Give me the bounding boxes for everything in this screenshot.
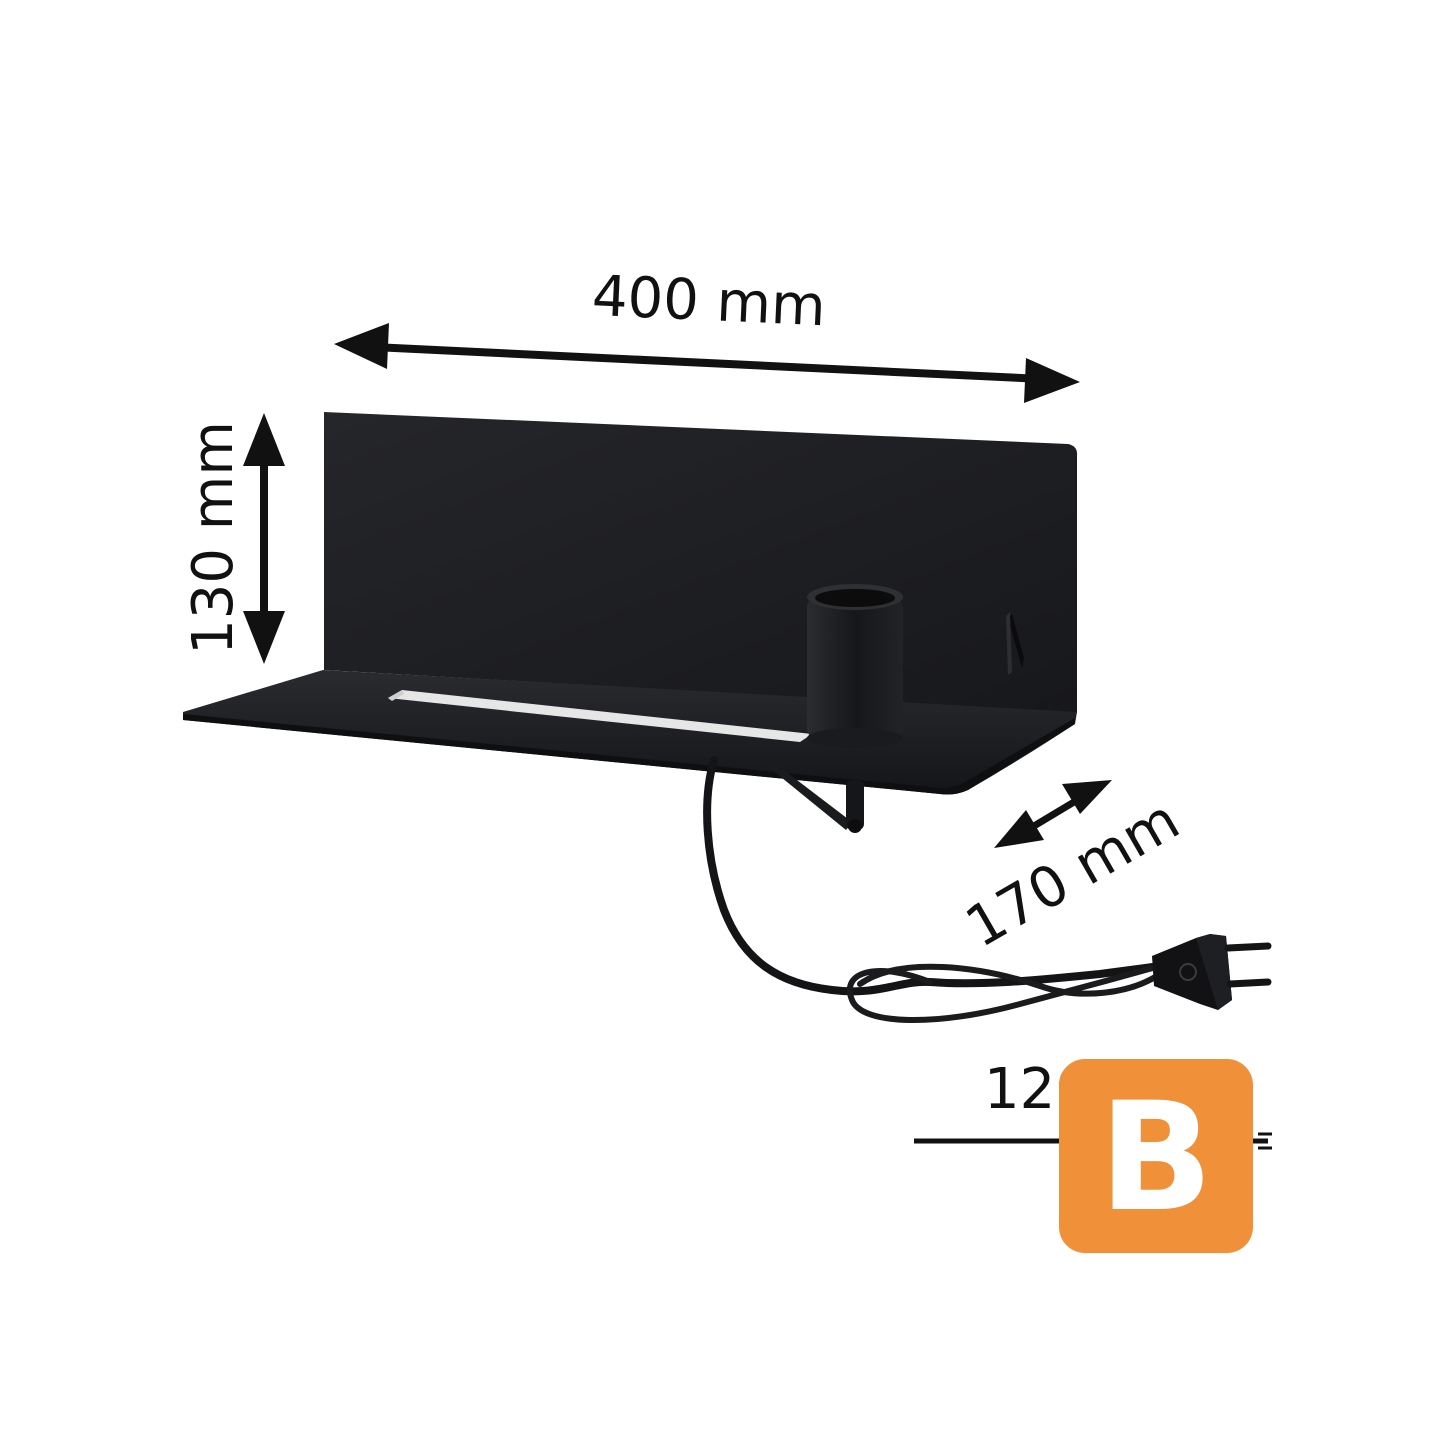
width-arrow-right (1024, 358, 1080, 403)
energy-class-letter: B (1099, 1071, 1213, 1245)
depth-dimension: 170 mm (955, 780, 1190, 961)
euro-plug (1152, 934, 1272, 1010)
cable-coil (847, 963, 1163, 1023)
width-dimension: 400 mm (334, 264, 1080, 403)
shelf-back-panel (324, 412, 1078, 713)
lamp-socket (807, 584, 903, 748)
height-arrow-top (243, 413, 285, 466)
depth-arrow-right (1062, 780, 1112, 814)
height-dimension: 130 mm (181, 413, 285, 664)
height-arrow-bottom (243, 611, 285, 664)
switch-toggle (1008, 614, 1024, 668)
width-label: 400 mm (591, 264, 828, 340)
height-label: 130 mm (181, 421, 246, 655)
support-post (846, 780, 864, 830)
depth-arrow-left (994, 810, 1044, 848)
shelf-light-slot (388, 690, 812, 742)
energy-class-badge: B (1059, 1059, 1253, 1253)
support-arm (760, 758, 852, 830)
shelf-lamp (183, 412, 1272, 1023)
depth-label: 170 mm (955, 787, 1190, 960)
width-arrow-left (334, 323, 389, 369)
power-cable (703, 756, 1164, 996)
